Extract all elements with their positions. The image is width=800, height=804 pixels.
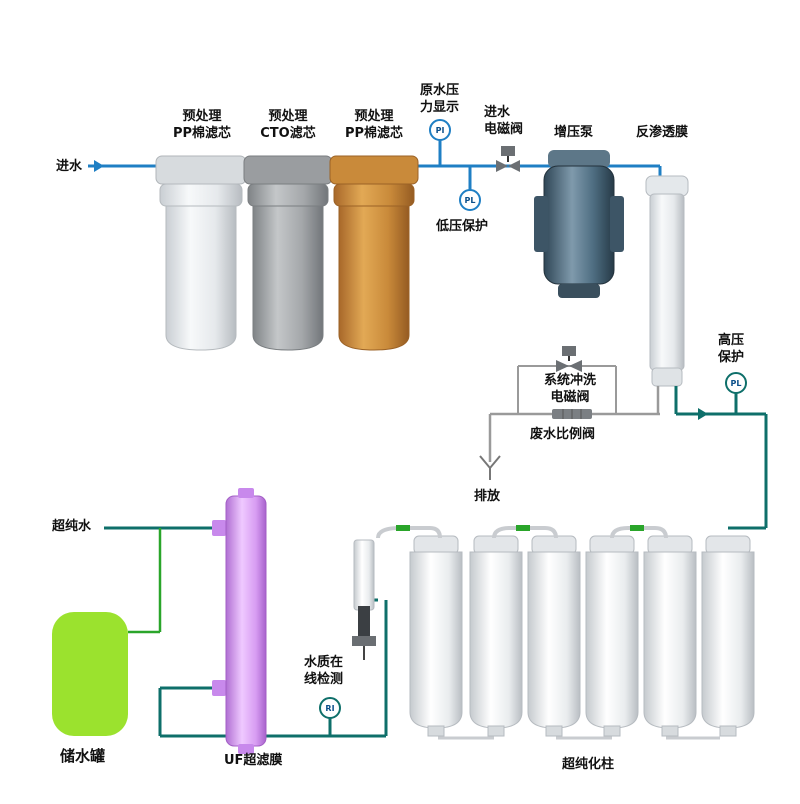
- uf-membrane-label: UF超滤膜: [224, 753, 283, 768]
- prefilter-2-label: 预处理 CTO滤芯: [246, 108, 330, 142]
- raw-pressure-gauge-icon: PI: [429, 119, 451, 141]
- flush-valve-label-line1: 系统冲洗: [543, 373, 596, 388]
- raw-pressure-label-line1: 原水压: [420, 83, 460, 98]
- gauge-pl-low-text: PL: [465, 196, 476, 205]
- ultrapure-columns: [376, 525, 755, 740]
- ro-membrane-label: 反渗透膜: [636, 125, 689, 140]
- waste-ratio-valve-label: 废水比例阀: [530, 427, 596, 442]
- flush-valve-label: 系统冲洗 电磁阀: [532, 372, 608, 406]
- flush-solenoid-valve-icon: [556, 346, 582, 372]
- waste-ratio-valve-icon: [552, 409, 592, 419]
- prefilter-3-label: 预处理 PP棉滤芯: [332, 108, 416, 142]
- gauge-ri-text: RI: [325, 704, 334, 713]
- ultrapure-column: [701, 535, 755, 737]
- flush-valve-label-line2: 电磁阀: [550, 390, 590, 405]
- raw-pressure-label: 原水压 力显示: [420, 82, 459, 116]
- green-connector: [516, 525, 530, 531]
- ultrapure-column: [527, 535, 581, 737]
- high-pressure-label: 高压 保护: [718, 332, 744, 366]
- storage-tank: [52, 528, 162, 736]
- prefilter-1-label: 预处理 PP棉滤芯: [160, 108, 244, 142]
- storage-tank-label: 储水罐: [60, 747, 106, 765]
- raw-pressure-label-line2: 力显示: [420, 100, 460, 115]
- drain-label: 排放: [474, 489, 501, 504]
- booster-pump-label: 增压泵: [554, 125, 594, 140]
- quality-sensor-gauge-icon: RI: [319, 697, 341, 736]
- ultrapure-column: [469, 535, 523, 737]
- prefilter-3-label-line1: 预处理: [354, 109, 394, 124]
- pure-water-pipe: [104, 386, 768, 738]
- prefilter-pp-2: [329, 155, 419, 351]
- ultrapure-column: [585, 535, 639, 737]
- low-pressure-label: 低压保护: [436, 219, 489, 234]
- prefilter-pp-1: [155, 155, 247, 351]
- inlet-arrow-icon: [94, 160, 104, 172]
- inlet-valve-label: 进水 电磁阀: [484, 104, 523, 138]
- prefilter-3-label-line2: PP棉滤芯: [344, 126, 404, 141]
- prefilter-1-label-line2: PP棉滤芯: [172, 126, 232, 141]
- ultrapure-water-label: 超纯水: [52, 519, 92, 534]
- high-pressure-gauge-icon: PL: [725, 372, 747, 394]
- green-connector: [630, 525, 644, 531]
- ultrapure-column: [409, 535, 463, 737]
- ro-membrane: [645, 166, 689, 387]
- high-pressure-label-line1: 高压: [718, 333, 745, 348]
- quality-check-label-line2: 线检测: [304, 672, 344, 687]
- high-pressure-label-line2: 保护: [718, 350, 745, 365]
- prefilter-2-label-line1: 预处理: [268, 109, 308, 124]
- inlet-label: 进水: [56, 159, 83, 174]
- prefilter-cto: [243, 155, 333, 351]
- booster-pump: [534, 150, 624, 298]
- inlet-solenoid-valve-icon: [496, 146, 520, 172]
- uf-membrane: [212, 488, 267, 754]
- green-connector: [396, 525, 410, 531]
- flow-arrow-icon: [698, 408, 708, 420]
- ultrapure-columns-label: 超纯化柱: [562, 757, 615, 772]
- prefilter-2-label-line2: CTO滤芯: [260, 126, 316, 141]
- quality-check-label-line1: 水质在: [304, 655, 344, 670]
- quality-probe: [352, 539, 376, 660]
- quality-check-label: 水质在 线检测: [304, 654, 343, 688]
- prefilter-1-label-line1: 预处理: [182, 109, 222, 124]
- gauge-pi-text: PI: [436, 126, 445, 135]
- ultrapure-column: [643, 535, 697, 737]
- low-pressure-gauge-icon: PL: [459, 189, 481, 211]
- gauge-pl-high-text: PL: [731, 379, 742, 388]
- inlet-valve-label-line2: 电磁阀: [484, 122, 524, 137]
- inlet-valve-label-line1: 进水: [484, 105, 511, 120]
